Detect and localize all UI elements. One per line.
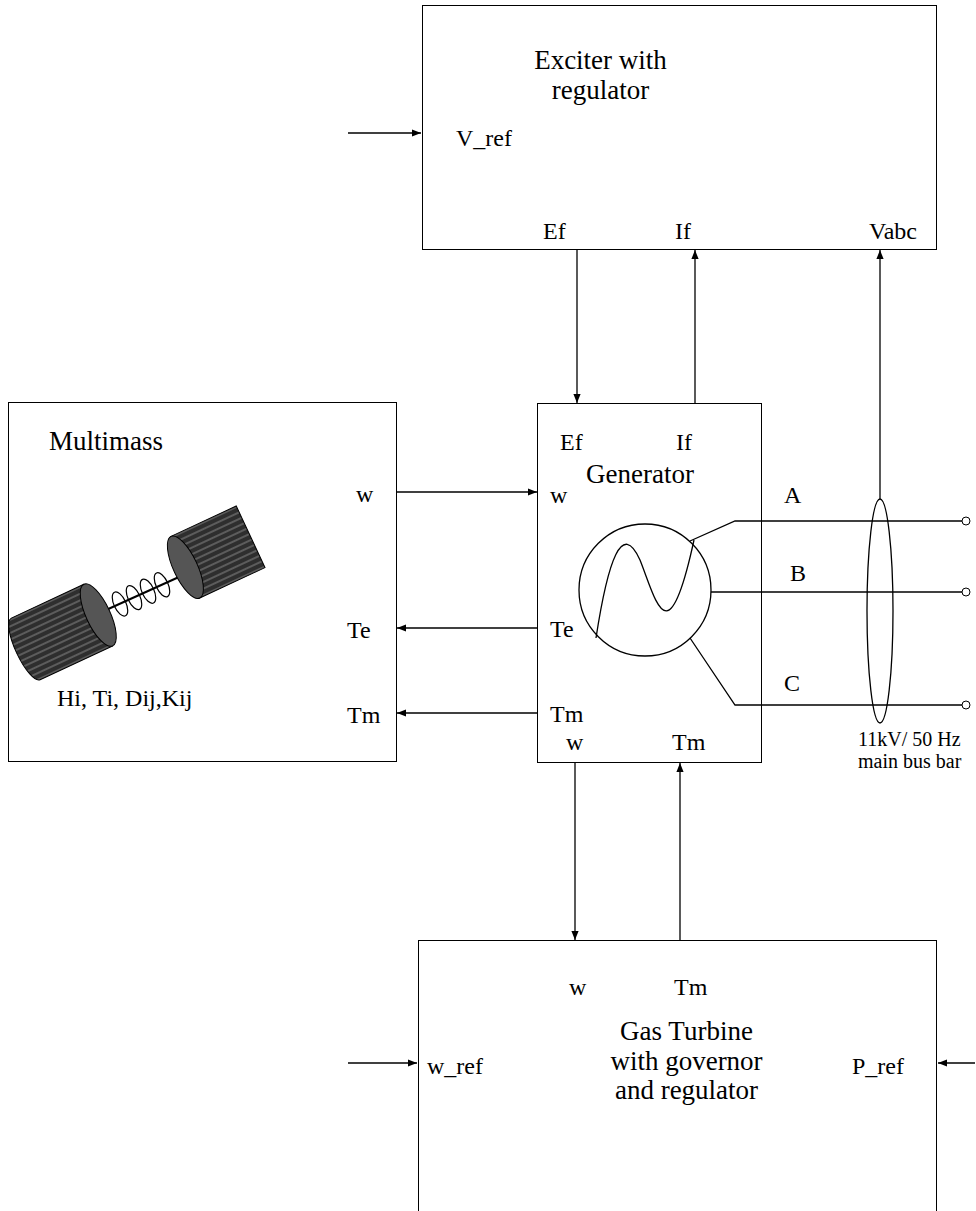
block-title: Gas Turbine with governor and regulator xyxy=(599,1017,774,1106)
parameter-label: Hi, Ti, Dij,Kij xyxy=(57,685,192,711)
block-title: Generator xyxy=(586,460,694,490)
spring-coil xyxy=(137,577,159,606)
port-label: w xyxy=(356,481,373,507)
generator-symbol xyxy=(579,524,711,656)
port-label: Ef xyxy=(543,218,566,244)
port-label: Tm xyxy=(347,702,380,728)
port-label: Tm xyxy=(550,701,583,727)
sine-wave xyxy=(596,540,694,638)
port-label: w xyxy=(569,974,586,1000)
port-label: V_ref xyxy=(456,125,512,151)
generator-box: EfIfGeneratorwTeTmwTm xyxy=(537,403,762,763)
field-voltage-arrow xyxy=(576,250,577,403)
speed-arrow xyxy=(574,763,575,940)
input-arrow xyxy=(348,1062,417,1063)
spring-coil xyxy=(109,590,131,619)
port-label: If xyxy=(675,218,691,244)
gas-turbine-box: w TmGas Turbine with governor and regulat… xyxy=(418,940,937,1211)
multimass-box: Multimass wTeTm Hi, Ti, Dij,Kij xyxy=(8,402,397,762)
port-label: Ef xyxy=(560,429,583,455)
voltage-feedback-arrow xyxy=(879,250,880,499)
terminal xyxy=(962,701,970,709)
port-label: Tm xyxy=(672,729,705,755)
phase-wire xyxy=(690,521,962,541)
block-title: Exciter with regulator xyxy=(518,46,683,105)
shaft xyxy=(95,572,190,615)
spring-coil xyxy=(151,570,173,599)
phase-label: C xyxy=(784,670,800,696)
block-title: Multimass xyxy=(49,427,163,457)
field-current-arrow xyxy=(694,250,695,403)
multimass-illustration xyxy=(2,506,265,684)
torque-arrow xyxy=(397,712,537,713)
phase-label: B xyxy=(790,560,806,586)
port-label: Te xyxy=(347,617,371,643)
torque-arrow xyxy=(397,627,537,628)
spring-coil xyxy=(123,583,145,612)
port-label: P_ref xyxy=(852,1053,904,1079)
input-arrow xyxy=(348,132,421,133)
mass-cylinder xyxy=(160,506,265,603)
port-label: w xyxy=(566,729,583,755)
speed-arrow xyxy=(397,491,537,492)
phase-label: A xyxy=(784,482,801,508)
torque-arrow xyxy=(679,763,680,940)
bus-bundle xyxy=(867,499,893,723)
terminal xyxy=(962,517,970,525)
phase-wire xyxy=(690,638,962,705)
mass-cylinder xyxy=(2,579,123,684)
port-label: w_ref xyxy=(427,1053,483,1079)
exciter-box: Exciter with regulatorV_refEf If Vabc xyxy=(422,5,937,250)
phase-wire xyxy=(711,591,962,592)
port-label: Vabc xyxy=(869,218,917,244)
port-label: Te xyxy=(550,616,574,642)
port-label: If xyxy=(676,429,692,455)
terminal xyxy=(962,588,970,596)
bus-label: 11kV/ 50 Hz main bus bar xyxy=(858,728,972,772)
port-label: Tm xyxy=(674,974,707,1000)
input-arrow xyxy=(938,1062,975,1063)
port-label: w xyxy=(550,482,567,508)
